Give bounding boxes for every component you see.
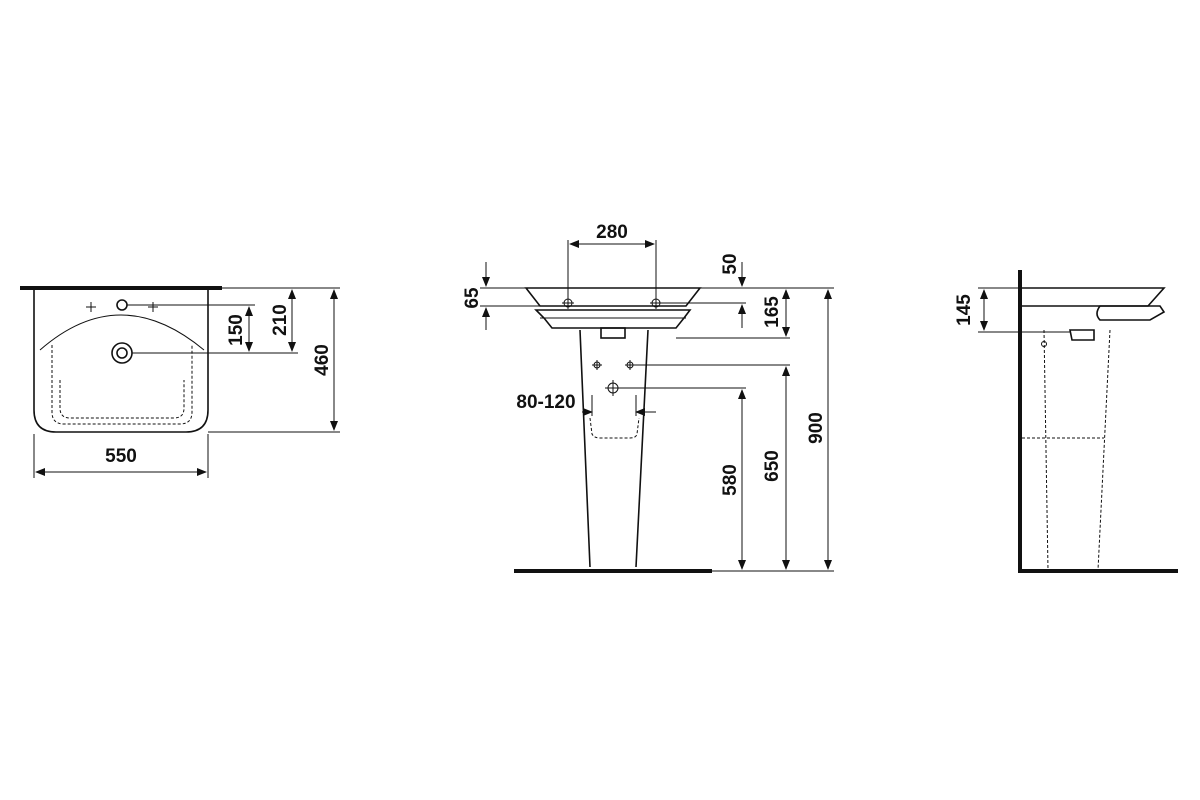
basin-outline — [33, 290, 209, 433]
dim-depth-label: 460 — [312, 344, 333, 376]
top-view: 550 150 210 460 — [20, 286, 340, 478]
dim-rim-offset-label: 50 — [720, 253, 741, 274]
dim-tap-hole-label: 150 — [226, 314, 247, 346]
tap-hole — [116, 299, 128, 311]
pedestal-hidden-recess — [589, 417, 640, 439]
dim-tap-spacing-label: 280 — [596, 222, 628, 243]
side-basin-profile — [1022, 287, 1166, 307]
basin-bowl-hidden-outline — [51, 345, 193, 425]
side-view: 145 — [954, 270, 1178, 573]
basin-bowl-hidden-inner — [59, 380, 185, 419]
front-waste-outlet — [600, 327, 626, 339]
dim-rim-height-label: 900 — [806, 412, 827, 444]
dim-width-label: 550 — [105, 446, 137, 467]
side-pedestal-hidden — [1022, 329, 1111, 571]
basin-bowl-arc — [39, 314, 205, 351]
waste-outlet-inner — [116, 347, 128, 359]
dim-basin-depth-label: 145 — [954, 294, 975, 326]
front-view: 280 65 50 165 80-120 580 650 900 — [462, 222, 834, 573]
dim-basin-height-label: 165 — [762, 296, 783, 328]
dim-rim-thickness-label: 65 — [462, 287, 483, 309]
dim-supply-height-label: 650 — [762, 450, 783, 482]
dim-waste-spacing-label: 80-120 — [516, 392, 575, 413]
dim-waste-height-label: 580 — [720, 464, 741, 496]
front-basin-skirt — [534, 309, 692, 329]
pedestal-outline — [579, 329, 649, 568]
dim-overflow-label: 210 — [270, 304, 291, 336]
waste-outlet-outer — [111, 342, 133, 364]
front-basin-body — [524, 287, 702, 307]
